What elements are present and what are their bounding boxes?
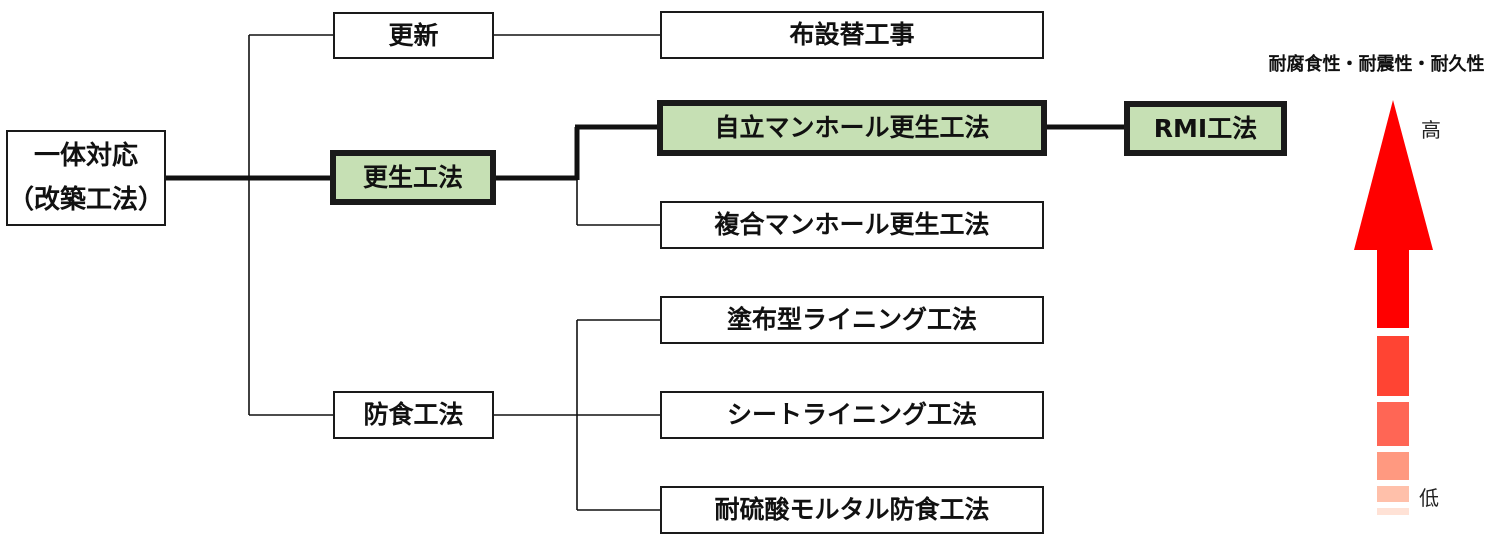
- sheet-node: シートライニング工法: [660, 391, 1044, 439]
- composite-label: 複合マンホール更生工法: [714, 210, 990, 240]
- anticorrosion-node: 防食工法: [333, 391, 494, 439]
- scale-high-label: 高: [1421, 118, 1441, 142]
- anticorrosion-label: 防食工法: [363, 400, 464, 430]
- root-label-line1: 一体対応: [33, 140, 138, 171]
- rmi-label: RMI工法: [1153, 113, 1258, 143]
- root-label-line2: （改築工法）: [8, 185, 165, 215]
- arrow-shaft: [1377, 248, 1409, 328]
- renewal-node: 更新: [333, 12, 494, 59]
- scale-low-label: 低: [1419, 486, 1439, 510]
- sheet-label: シートライニング工法: [726, 400, 977, 430]
- rmi-node: RMI工法: [1124, 101, 1287, 156]
- composite-node: 複合マンホール更生工法: [660, 201, 1044, 249]
- scale-segment-3: [1377, 452, 1409, 480]
- scale-segment-2: [1377, 402, 1409, 446]
- self-standing-node: 自立マンホール更生工法: [657, 100, 1047, 156]
- arrow-head: [1354, 100, 1433, 250]
- coating-label: 塗布型ライニング工法: [726, 305, 977, 335]
- self-standing-label: 自立マンホール更生工法: [714, 113, 990, 143]
- scale-title: 耐腐食性・耐震性・耐久性: [1268, 54, 1485, 75]
- scale-segment-5: [1377, 508, 1409, 515]
- rehab-label: 更生工法: [362, 162, 463, 192]
- renewal-label: 更新: [388, 20, 439, 50]
- coating-node: 塗布型ライニング工法: [660, 296, 1044, 344]
- acid-mortar-label: 耐硫酸モルタル防食工法: [714, 495, 990, 525]
- cable-laying-label: 布設替工事: [789, 20, 915, 50]
- acid-mortar-node: 耐硫酸モルタル防食工法: [660, 486, 1044, 534]
- cable-laying-node: 布設替工事: [660, 11, 1044, 59]
- scale-segment-4: [1377, 486, 1409, 502]
- scale-segment-1: [1377, 336, 1409, 396]
- rehab-node: 更生工法: [330, 150, 496, 205]
- root-node: 一体対応 （改築工法）: [6, 130, 166, 226]
